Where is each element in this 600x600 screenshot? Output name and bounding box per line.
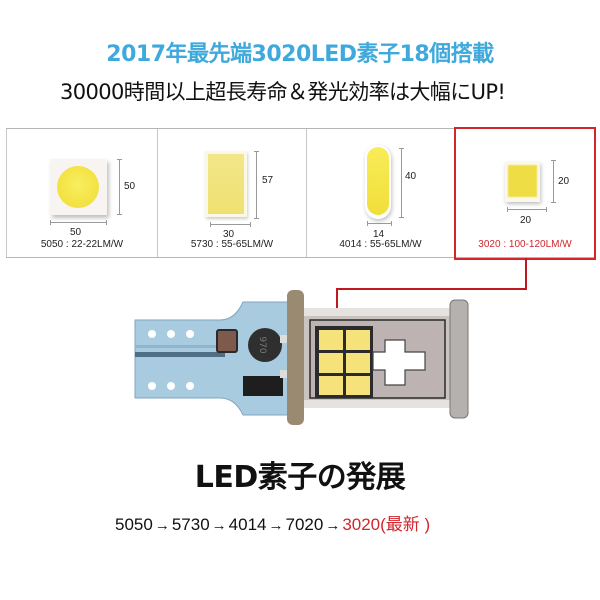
width-label: 20 <box>520 215 532 226</box>
chip-5730-icon <box>205 151 247 217</box>
height-label: 20 <box>558 176 570 187</box>
evolution-title: LED素子の発展 <box>194 460 406 495</box>
evolution-step: 7020 <box>285 515 324 534</box>
chip-4014-icon <box>365 145 391 219</box>
led-spec-table: 50 50 5050 : 22-22LM/W 57 30 5730 : 55-6… <box>6 127 596 260</box>
arrow-right-icon: → <box>325 517 341 534</box>
width-dimension-line <box>367 221 392 226</box>
spec-cell-5050: 50 50 5050 : 22-22LM/W <box>6 129 157 257</box>
led-bulb-image: 970 <box>134 290 469 425</box>
pointer-line-vertical-right <box>525 258 527 290</box>
evolution-step: 5050 <box>115 515 153 534</box>
spec-caption: 4014 : 55-65LM/W <box>339 239 422 250</box>
highlight-box-3020 <box>454 127 596 260</box>
svg-text:970: 970 <box>257 336 267 353</box>
width-dimension-line <box>210 222 251 227</box>
evolution-sequence: 5050→5730→4014→7020→3020(最新 ) <box>115 510 430 535</box>
width-label: 14 <box>373 229 385 240</box>
height-label: 50 <box>124 181 136 192</box>
height-dimension-line <box>254 151 259 219</box>
evolution-step: 4014 <box>228 515 267 534</box>
evolution-step: 5730 <box>171 515 210 534</box>
width-label: 30 <box>223 229 235 240</box>
evolution-latest: 3020(最新 ) <box>342 515 431 534</box>
height-dimension-line <box>551 160 556 203</box>
width-label: 50 <box>70 227 82 238</box>
arrow-right-icon: → <box>154 517 170 534</box>
height-label: 40 <box>405 171 417 182</box>
spec-caption: 5730 : 55-65LM/W <box>190 239 274 250</box>
height-dimension-line <box>399 148 404 218</box>
arrow-right-icon: → <box>211 517 227 534</box>
spec-cell-3020: 20 20 3020 : 100-120LM/W <box>454 129 595 257</box>
height-dimension-line <box>117 159 122 215</box>
spec-cell-5730: 57 30 5730 : 55-65LM/W <box>157 129 306 257</box>
headline: 2017年最先端3020LED素子18個搭載 <box>106 42 494 67</box>
width-dimension-line <box>50 220 107 225</box>
spec-caption: 5050 : 22-22LM/W <box>40 239 124 250</box>
spec-caption-highlight: 3020 : 100-120LM/W <box>478 239 572 250</box>
chip-3020-icon <box>505 162 540 202</box>
pointer-line-horizontal <box>336 288 527 290</box>
arrow-right-icon: → <box>268 517 284 534</box>
width-dimension-line <box>507 207 547 212</box>
height-label: 57 <box>262 175 274 186</box>
spec-cell-4014: 40 14 4014 : 55-65LM/W <box>306 129 454 257</box>
subline: 30000時間以上超長寿命＆発光効率は大幅にUP! <box>60 80 506 104</box>
chip-5050-icon <box>50 159 107 215</box>
